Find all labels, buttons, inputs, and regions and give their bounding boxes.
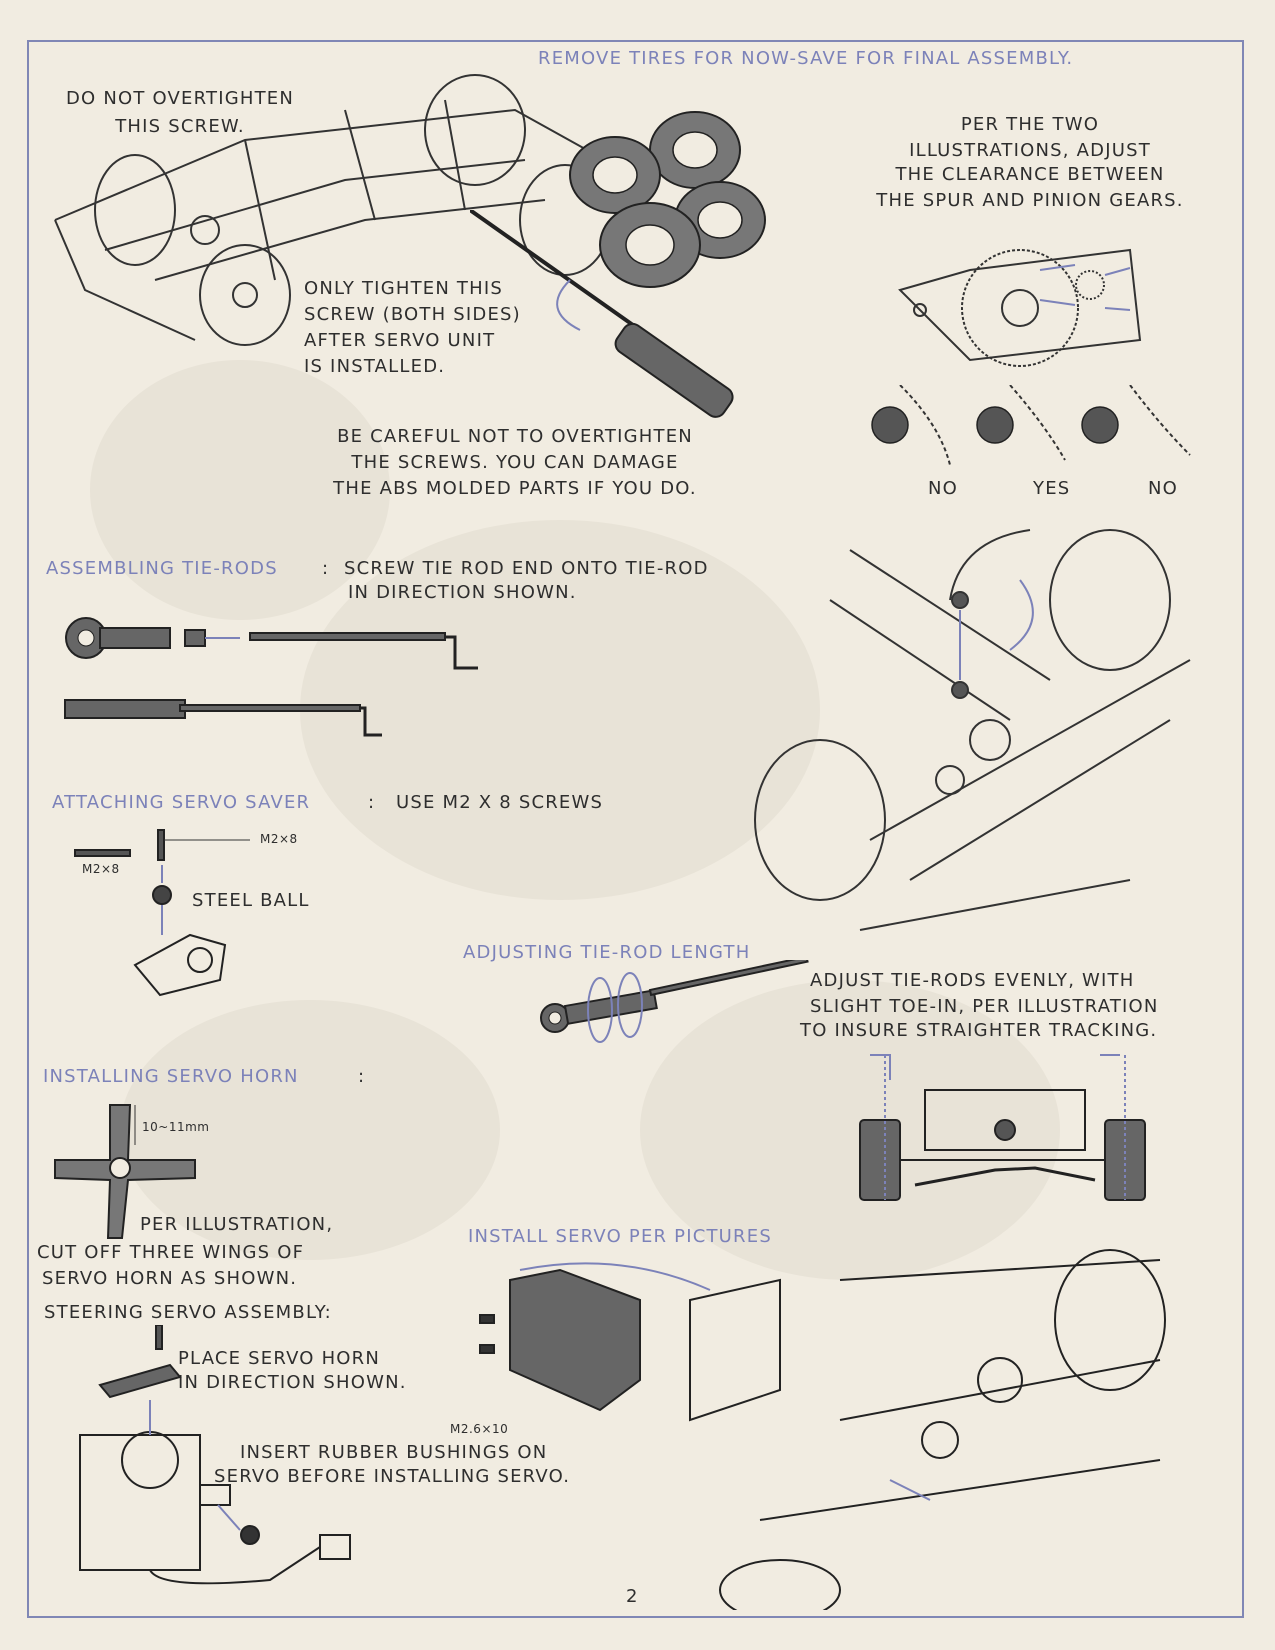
place-horn-line2: IN DIRECTION SHOWN. [178, 1372, 407, 1393]
screwdriver-illustration [470, 210, 770, 440]
tie-rods-heading: ASSEMBLING TIE-RODS [46, 558, 278, 579]
steering-servo-title: STEERING SERVO ASSEMBLY: [44, 1302, 332, 1323]
chassis-illustration [45, 50, 605, 350]
servo-horn-heading: INSTALLING SERVO HORN [43, 1066, 299, 1087]
only-tighten-line2: SCREW (BOTH SIDES) [304, 304, 521, 325]
remove-tires-note: REMOVE TIRES FOR NOW-SAVE FOR FINAL ASSE… [538, 48, 1074, 69]
spur-pinion-gear-diagram [890, 230, 1150, 380]
tie-rods-line1: SCREW TIE ROD END ONTO TIE-ROD [344, 558, 709, 579]
toe-in-illustration [855, 1050, 1155, 1210]
insert-bushings-line2: SERVO BEFORE INSTALLING SERVO. [214, 1466, 571, 1487]
cut-off-line2: SERVO HORN AS SHOWN. [42, 1268, 298, 1289]
tires-illustration [540, 100, 780, 300]
cut-off-line1: CUT OFF THREE WINGS OF [37, 1242, 305, 1263]
gear-note-line2: ILLUSTRATIONS, ADJUST [909, 140, 1151, 161]
steering-servo-illustration [70, 1325, 370, 1590]
tie-rod-length-illustration [530, 960, 810, 1050]
page-number: 2 [626, 1586, 639, 1607]
gear-note-line1: PER THE TWO [960, 114, 1100, 135]
servo-saver-separator: : [368, 792, 376, 813]
only-tighten-line4: IS INSTALLED. [304, 356, 446, 377]
careful-line1: BE CAREFUL NOT TO OVERTIGHTEN [337, 426, 693, 447]
gear-label-yes: YES [1033, 478, 1071, 499]
only-tighten-line1: ONLY TIGHTEN THIS [304, 278, 503, 299]
screw-label-m2x8-left: M2×8 [82, 862, 120, 876]
place-horn-line1: PLACE SERVO HORN [178, 1348, 381, 1369]
overtighten-note-line2: THIS SCREW. [115, 116, 245, 137]
install-servo-heading: INSTALL SERVO PER PICTURES [468, 1226, 772, 1247]
tie-rods-line2: IN DIRECTION SHOWN. [348, 582, 577, 603]
gear-note-line4: THE SPUR AND PINION GEARS. [876, 190, 1184, 211]
servo-saver-text: USE M2 X 8 SCREWS [396, 792, 604, 813]
servo-install-illustration [460, 1240, 1180, 1610]
careful-line3: THE ABS MOLDED PARTS IF YOU DO. [333, 478, 697, 499]
careful-line2: THE SCREWS. YOU CAN DAMAGE [351, 452, 679, 473]
page-border [27, 40, 1244, 1618]
adjust-length-line2: SLIGHT TOE-IN, PER ILLUSTRATION [810, 996, 1159, 1017]
only-tighten-line3: AFTER SERVO UNIT [304, 330, 496, 351]
gear-mesh-examples [860, 385, 1200, 475]
adjust-length-line3: TO INSURE STRAIGHTER TRACKING. [800, 1020, 1158, 1041]
per-illustration-text: PER ILLUSTRATION, [140, 1214, 334, 1235]
adjust-length-line1: ADJUST TIE-RODS EVENLY, WITH [810, 970, 1135, 991]
servo-saver-heading: ATTACHING SERVO SAVER [52, 792, 311, 813]
gear-label-no-right: NO [1148, 478, 1179, 499]
overtighten-note-line1: DO NOT OVERTIGHTEN [65, 88, 295, 109]
front-suspension-illustration [750, 520, 1210, 940]
servo-horn-dimension: 10~11mm [142, 1120, 210, 1134]
servo-horn-separator: : [358, 1066, 366, 1087]
insert-bushings-line1: INSERT RUBBER BUSHINGS ON [240, 1442, 548, 1463]
tie-rod-assembly-illustration [60, 600, 480, 750]
tie-rods-separator: : [322, 558, 330, 579]
gear-note-line3: THE CLEARANCE BETWEEN [895, 164, 1165, 185]
steel-ball-label: STEEL BALL [192, 890, 310, 911]
screw-label-m2x8-right: M2×8 [260, 832, 298, 846]
screw-label-m26x10: M2.6×10 [450, 1422, 509, 1436]
adjust-length-heading: ADJUSTING TIE-ROD LENGTH [463, 942, 751, 963]
servo-saver-illustration [70, 825, 250, 1005]
gear-label-no-left: NO [928, 478, 959, 499]
servo-horn-illustration [50, 1100, 200, 1240]
